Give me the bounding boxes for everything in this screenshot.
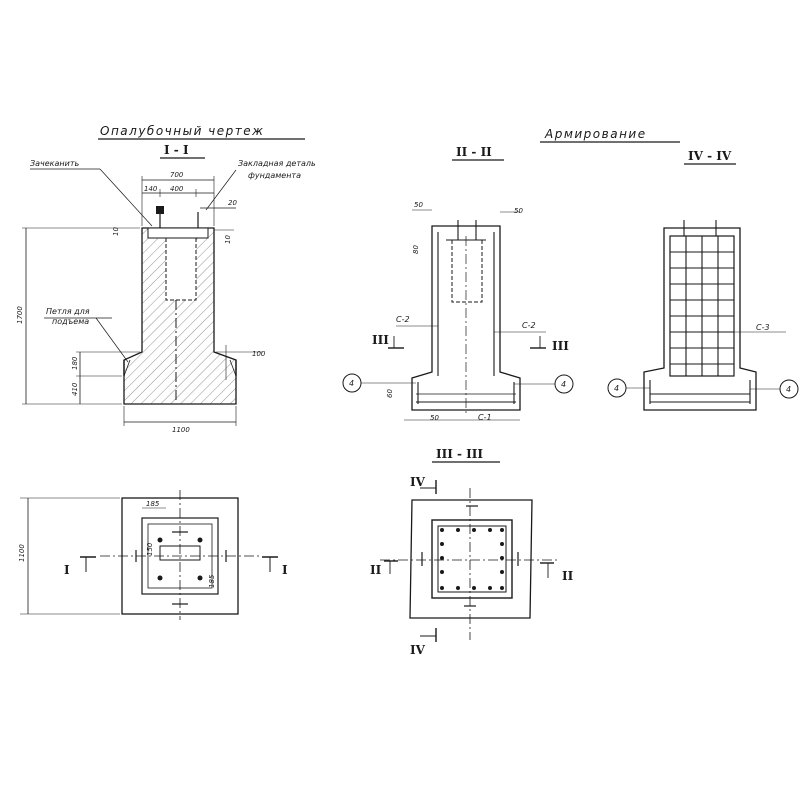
section-1-label: I - I [164,143,189,157]
section-2-drawing: 50 50 80 60 50 С-1 III С-2 III С-2 4 4 [342,201,574,422]
embed-marker [156,206,164,214]
reinforcement-title: Армирование [540,127,680,143]
section-4-heading: IV - IV [684,149,736,165]
dim-150: 150 [146,542,154,556]
mark-c2-left: С-2 [396,315,410,324]
dim-50-top-left: 50 [414,201,423,209]
section-1-heading: I - I [160,143,205,159]
section-1-drawing: 700 140 400 20 10 10 Зачеканить Закладна… [16,159,316,434]
cut-3-left: III [372,333,389,347]
dim-410: 410 [71,382,79,396]
label-embed-2: фундамента [248,171,301,180]
label-loop-2: подъема [52,317,89,326]
dim-20: 20 [228,199,237,207]
cut-1-right: I [282,563,288,577]
dim-140: 140 [144,185,158,193]
label-loop-1: Петля для [46,307,90,316]
cut-1-left: I [64,563,70,577]
dim-100: 100 [252,350,266,358]
cut-4-bottom: IV [410,643,426,657]
dim-180: 180 [71,356,79,370]
dim-1100-bottom: 1100 [172,426,190,434]
dim-10-right: 10 [224,235,232,244]
dim-1700: 1700 [16,306,24,324]
label-grout: Зачеканить [30,159,80,168]
mark-c2-right: С-2 [522,321,536,330]
dim-50-bottom: 50 [430,414,439,422]
dim-50-top-right: 50 [514,207,523,215]
pos-4-left: 4 [349,379,354,388]
section-3-label: III - III [436,447,483,461]
formwork-title: Опалубочный чертеж [98,124,305,140]
dim-700: 700 [170,171,184,179]
section-3-heading: III - III [432,447,500,463]
label-embed-1: Закладная деталь [238,159,316,168]
dim-80: 80 [412,245,420,254]
mark-c1: С-1 [478,413,492,422]
section-4-drawing: С-3 4 4 [607,220,799,411]
mark-c3: С-3 [756,323,770,332]
cut-3-right: III [552,339,569,353]
plan-view: 1100 185 150 185 I I [18,490,288,620]
section-4-label: IV - IV [688,149,732,163]
cut-4-top: IV [410,475,426,489]
dim-185-b: 185 [208,574,216,588]
section-2-label: II - II [456,145,492,159]
cut-2-right: II [562,569,574,583]
dim-1100-plan: 1100 [18,544,26,562]
reinforcement-title-text: Армирование [544,127,647,141]
dim-60: 60 [386,389,394,398]
pos-4-cage-right: 4 [786,385,791,394]
formwork-title-text: Опалубочный чертеж [100,124,264,138]
cut-2-left: II [370,563,382,577]
dim-10-left: 10 [112,227,120,236]
pos-4-right: 4 [561,380,566,389]
section-3-drawing: II II IV IV [370,475,574,657]
section-2-heading: II - II [452,145,504,161]
dim-185: 185 [146,500,160,508]
pos-4-cage-left: 4 [614,384,619,393]
dim-400: 400 [170,185,184,193]
